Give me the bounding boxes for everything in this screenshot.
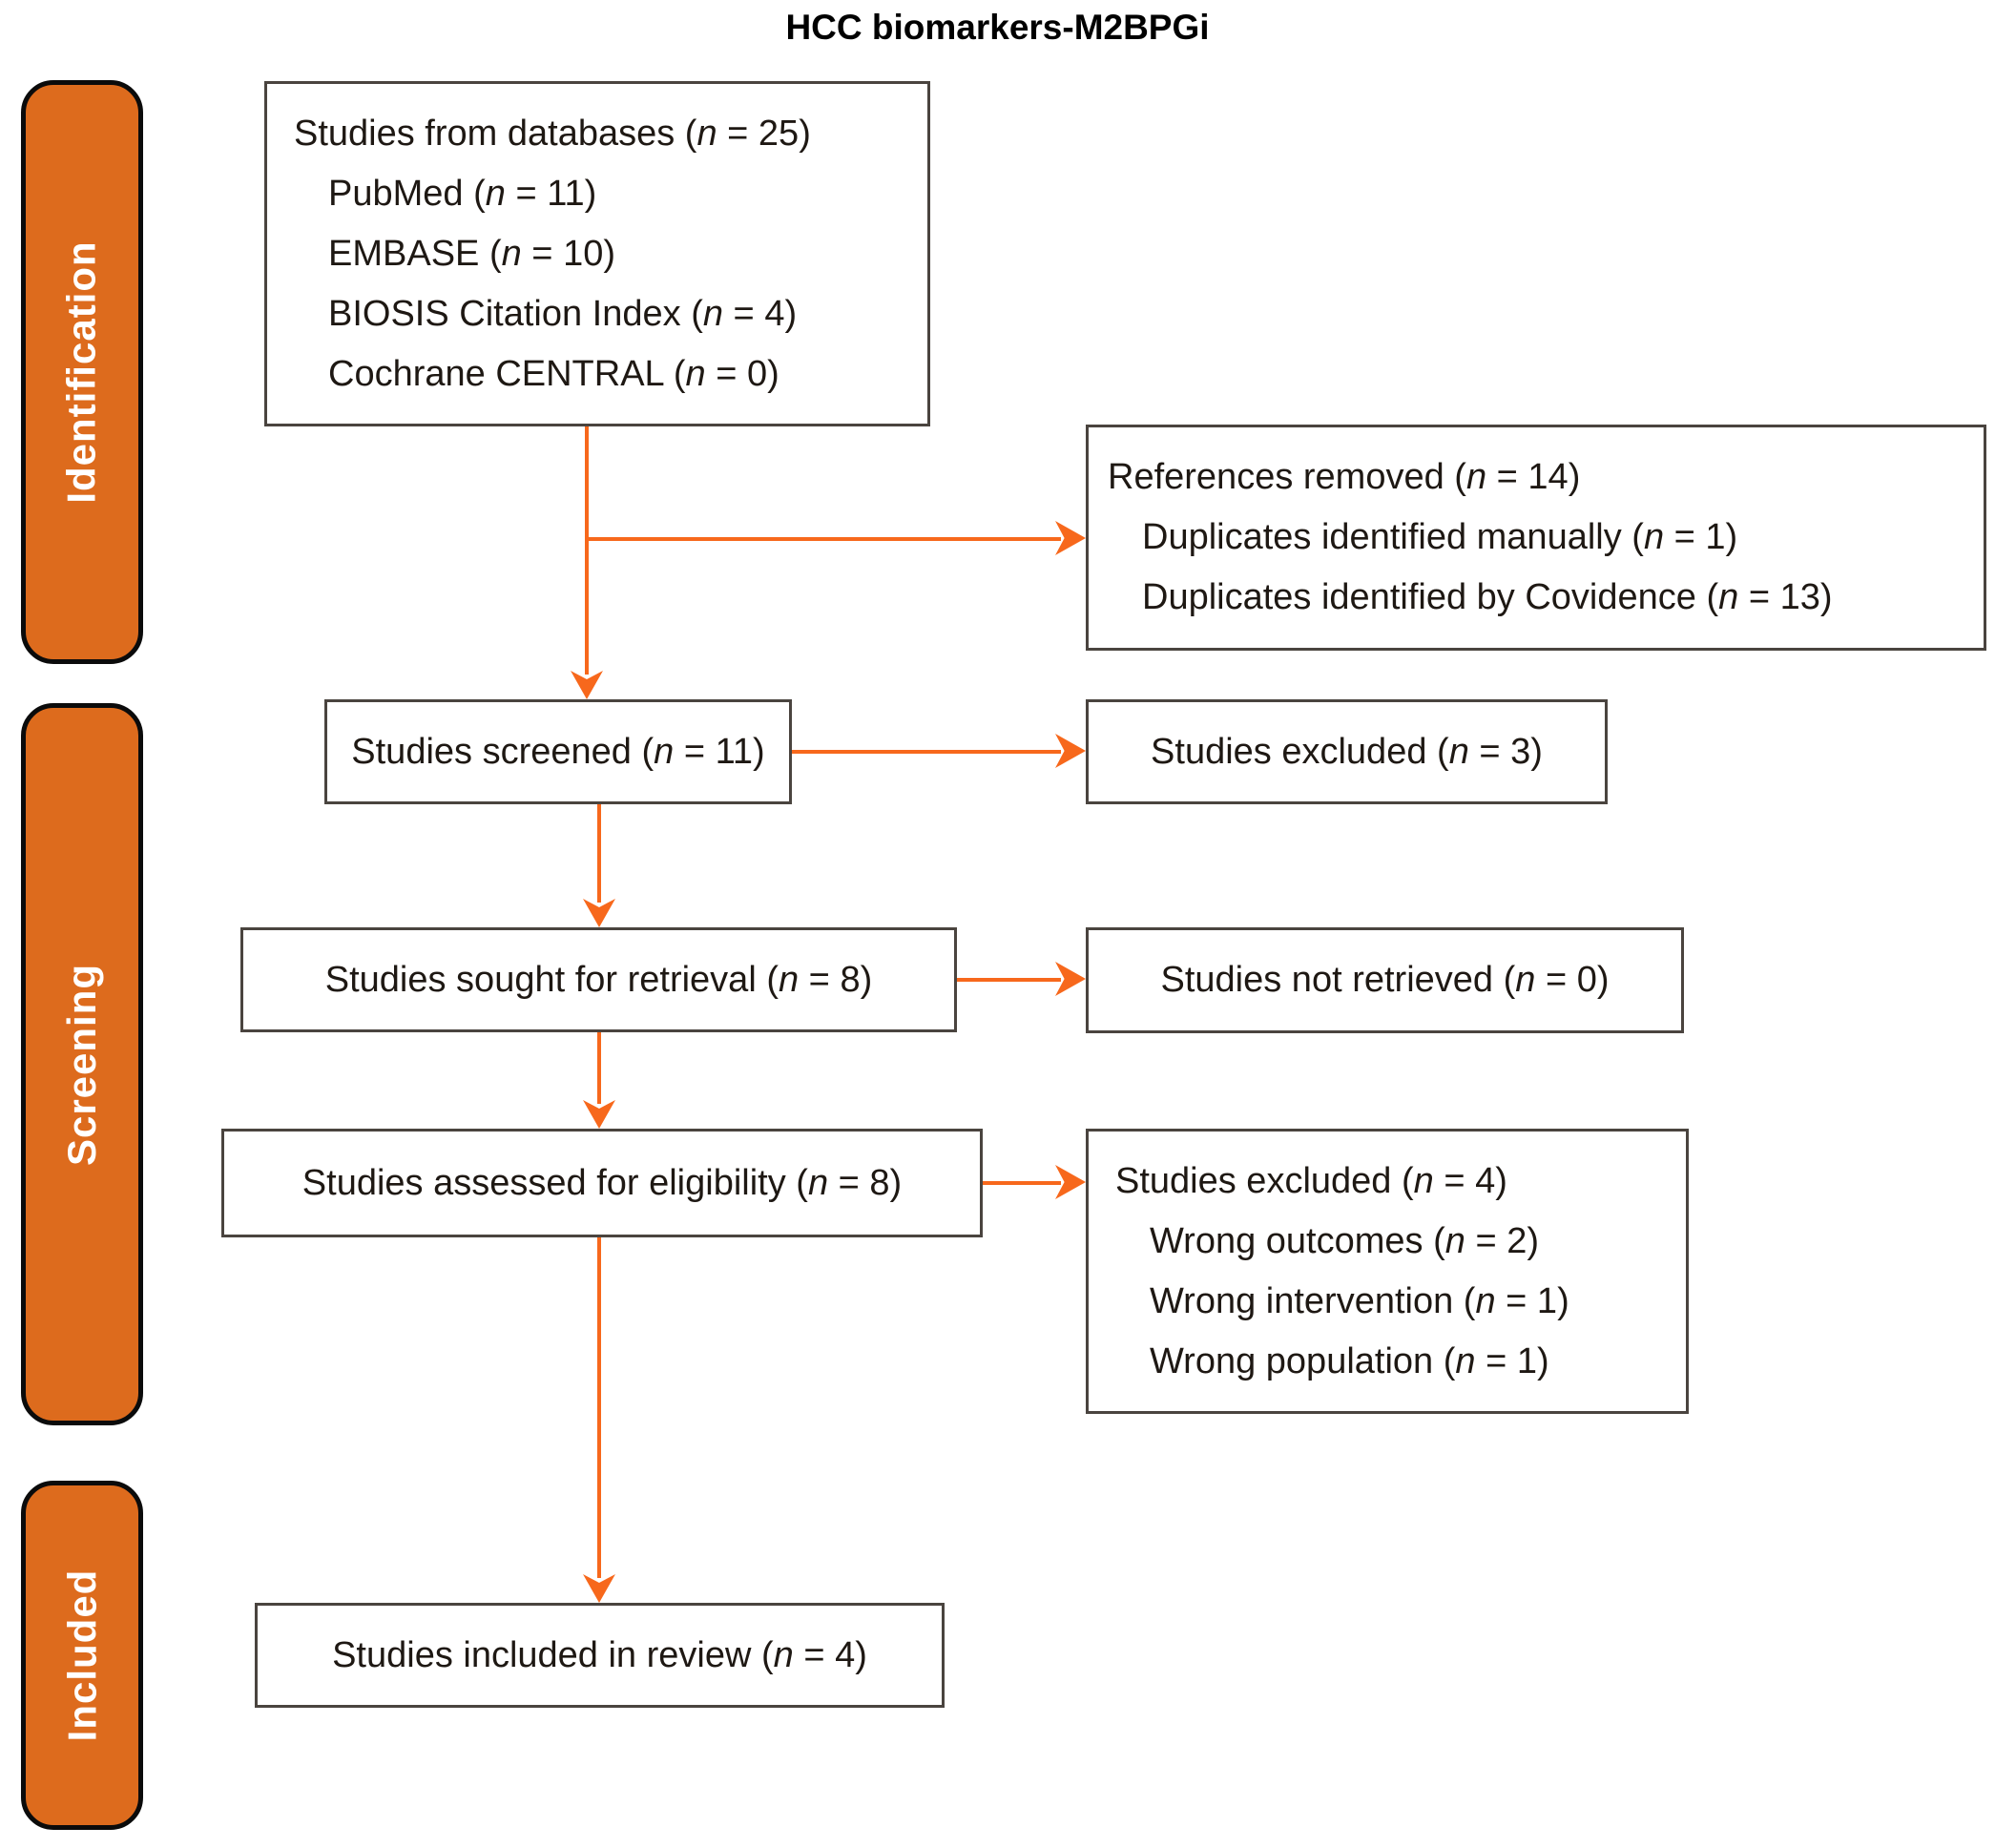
box-line: Studies not retrieved (n = 0)	[1160, 960, 1610, 1000]
n-value: 13	[1779, 577, 1820, 617]
arrow-databases-to-screened	[585, 426, 589, 675]
n-symbol: n	[1718, 577, 1739, 617]
arrow-sought-to-assessed-head	[583, 1100, 615, 1129]
box-line: Wrong population (n = 1)	[1150, 1340, 1549, 1381]
box-line: Wrong intervention (n = 1)	[1150, 1280, 1569, 1321]
n-value: 11	[715, 731, 754, 772]
n-value: 1	[1516, 1340, 1537, 1381]
n-value: 4	[835, 1634, 856, 1675]
n-symbol: n	[485, 173, 506, 214]
n-value: 0	[1576, 960, 1597, 1000]
box-line: Studies excluded (n = 3)	[1151, 731, 1543, 772]
box-line: Wrong outcomes (n = 2)	[1150, 1220, 1540, 1261]
box-databases: Studies from databases (n = 25) PubMed (n…	[264, 81, 930, 426]
arrow-databases-to-screened-head	[571, 671, 603, 699]
n-value: 14	[1527, 457, 1569, 497]
box-line: Duplicates identified by Covidence (n = …	[1142, 577, 1833, 617]
box-line: Cochrane CENTRAL (n = 0)	[328, 353, 779, 394]
n-symbol: n	[685, 353, 706, 394]
box-excluded-screening: Studies excluded (n = 3)	[1086, 699, 1608, 804]
box-line: Studies included in review (n = 4)	[332, 1634, 867, 1675]
n-symbol: n	[654, 731, 675, 772]
box-references-removed: References removed (n = 14) Duplicates id…	[1086, 425, 1986, 651]
box-line: Studies from databases (n = 25)	[294, 113, 811, 154]
n-value: 25	[758, 113, 800, 154]
n-value: 10	[563, 233, 604, 274]
n-value: 3	[1510, 731, 1531, 772]
arrow-screened-to-sought	[597, 804, 601, 903]
n-value: 8	[840, 959, 861, 1000]
n-symbol: n	[807, 1162, 829, 1203]
n-symbol: n	[1643, 517, 1665, 557]
n-symbol: n	[773, 1634, 794, 1675]
box-line: PubMed (n = 11)	[328, 173, 597, 214]
stage-pill-screening: Screening	[21, 703, 143, 1425]
box-sought: Studies sought for retrieval (n = 8)	[240, 927, 957, 1032]
box-line: EMBASE (n = 10)	[328, 233, 615, 274]
n-value: 8	[869, 1162, 890, 1203]
arrow-screened-to-sought-head	[583, 899, 615, 927]
n-symbol: n	[1444, 1220, 1465, 1261]
arrow-sought-to-not-retrieved	[957, 978, 1061, 982]
box-line: BIOSIS Citation Index (n = 4)	[328, 293, 798, 334]
n-value: 1	[1705, 517, 1726, 557]
box-line: Studies assessed for eligibility (n = 8)	[301, 1162, 903, 1203]
n-symbol: n	[1465, 457, 1487, 497]
n-value: 2	[1507, 1220, 1527, 1261]
n-symbol: n	[1448, 731, 1469, 772]
box-line: Duplicates identified manually (n = 1)	[1142, 517, 1738, 557]
n-symbol: n	[696, 113, 717, 154]
box-assessed: Studies assessed for eligibility (n = 8)	[221, 1129, 983, 1237]
stage-label: Identification	[59, 240, 104, 504]
box-not-retrieved: Studies not retrieved (n = 0)	[1086, 927, 1684, 1033]
stage-pill-included: Included	[21, 1481, 143, 1830]
box-screened: Studies screened (n = 11)	[324, 699, 792, 804]
n-symbol: n	[1515, 960, 1536, 1000]
arrow-branch-references-removed	[587, 537, 1061, 541]
n-symbol: n	[1475, 1280, 1496, 1321]
box-line: Studies sought for retrieval (n = 8)	[324, 959, 873, 1000]
n-value: 0	[746, 353, 768, 394]
n-symbol: n	[1413, 1160, 1434, 1201]
diagram-title: HCC biomarkers-M2BPGi	[785, 8, 1210, 47]
box-excluded-eligibility: Studies excluded (n = 4) Wrong outcomes (…	[1086, 1129, 1689, 1414]
arrow-assessed-to-included-head	[583, 1574, 615, 1603]
arrow-assessed-to-included	[597, 1237, 601, 1578]
n-value: 11	[547, 173, 585, 214]
box-included-review: Studies included in review (n = 4)	[255, 1603, 945, 1708]
box-line: References removed (n = 14)	[1108, 457, 1581, 497]
n-symbol: n	[778, 959, 800, 1000]
arrow-screened-to-excluded	[792, 750, 1061, 754]
arrow-sought-to-assessed	[597, 1032, 601, 1104]
stage-label: Included	[59, 1568, 104, 1742]
n-symbol: n	[501, 233, 522, 274]
arrow-assessed-to-excluded	[983, 1181, 1061, 1185]
stage-pill-identification: Identification	[21, 80, 143, 664]
n-value: 4	[1475, 1160, 1496, 1201]
n-value: 4	[764, 293, 785, 334]
box-line: Studies excluded (n = 4)	[1115, 1160, 1507, 1201]
stage-label: Screening	[59, 963, 105, 1166]
n-symbol: n	[1455, 1340, 1476, 1381]
n-value: 1	[1536, 1280, 1558, 1321]
box-line: Studies screened (n = 11)	[351, 731, 765, 772]
n-symbol: n	[702, 293, 723, 334]
